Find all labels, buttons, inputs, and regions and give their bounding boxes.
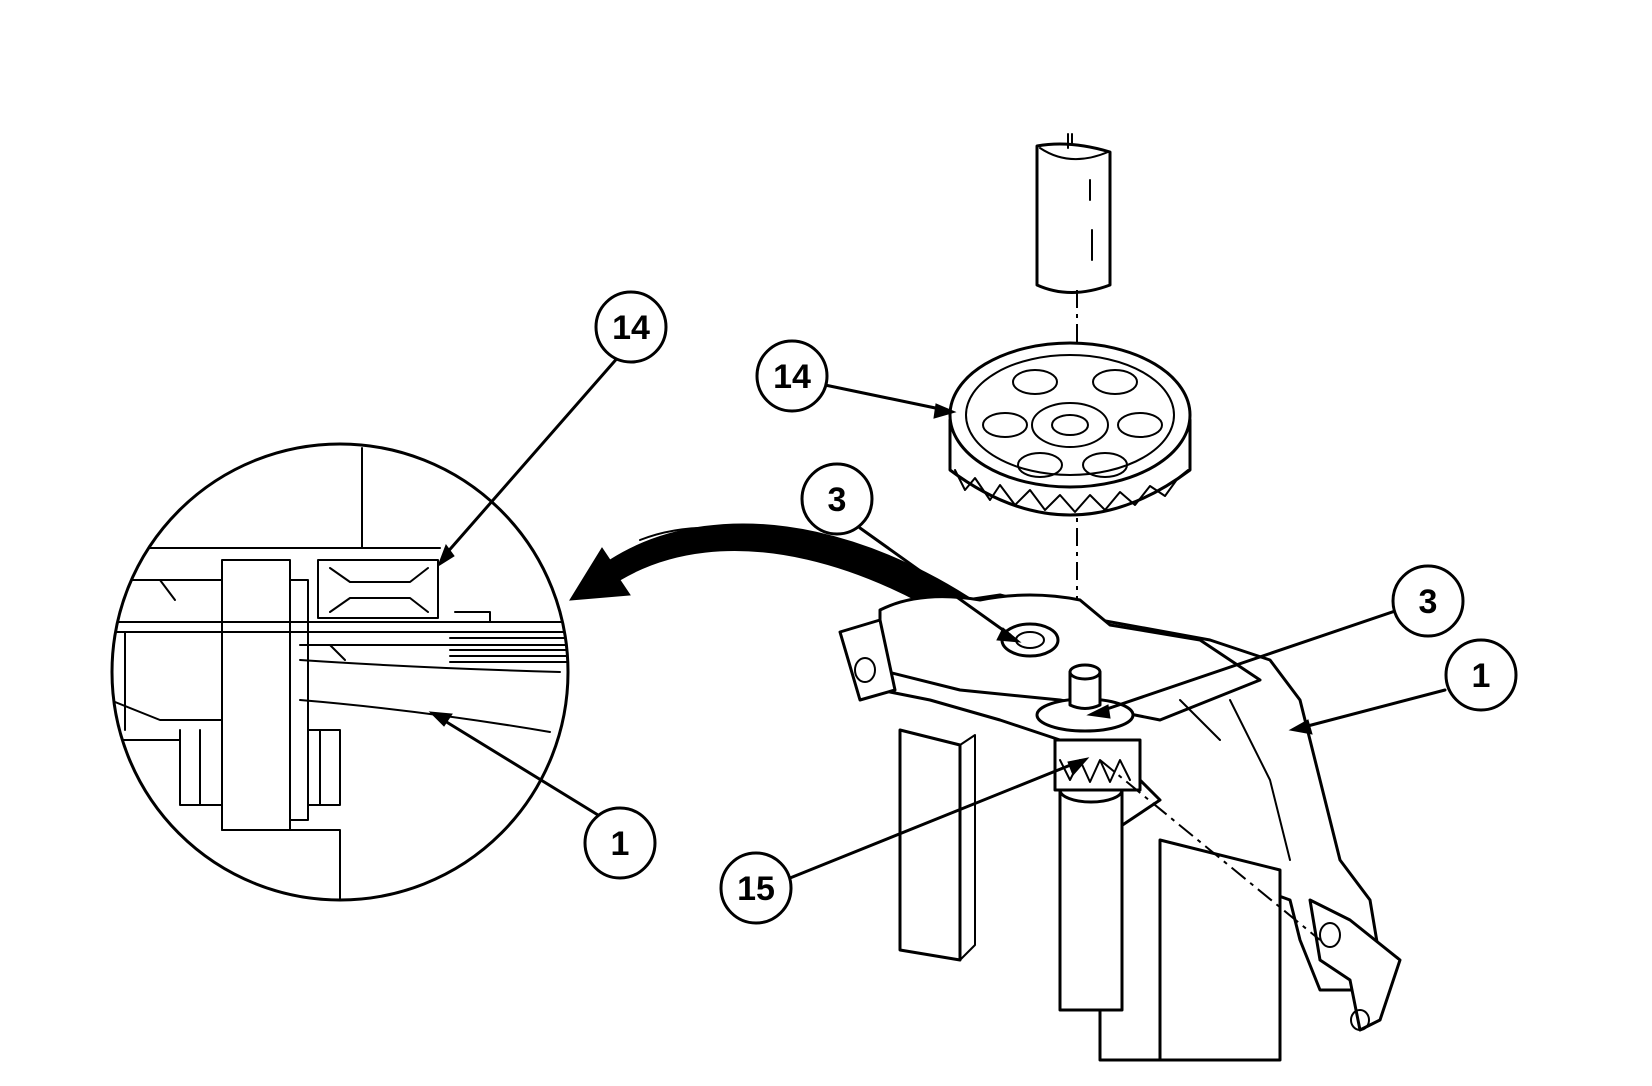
callout-shaft-15: 15 bbox=[719, 851, 793, 925]
svg-text:14: 14 bbox=[773, 358, 811, 396]
callout-washer-3: 3 bbox=[1391, 564, 1465, 638]
svg-text:3: 3 bbox=[1419, 583, 1438, 621]
gear bbox=[948, 341, 1192, 517]
svg-text:15: 15 bbox=[737, 870, 775, 908]
detail-view bbox=[110, 442, 570, 902]
callout-gear-14: 14 bbox=[755, 339, 829, 413]
callout-detail-14: 14 bbox=[594, 290, 668, 364]
svg-text:1: 1 bbox=[1472, 657, 1491, 695]
leader-lines bbox=[428, 353, 1447, 880]
callout-detail-1: 1 bbox=[583, 806, 657, 880]
callout-housing-1: 1 bbox=[1444, 638, 1518, 712]
pump-housing bbox=[838, 593, 1402, 1062]
svg-text:3: 3 bbox=[828, 481, 847, 519]
callout-cup-3: 3 bbox=[800, 462, 874, 536]
svg-text:14: 14 bbox=[612, 309, 650, 347]
drift-tool bbox=[1035, 133, 1112, 294]
svg-text:1: 1 bbox=[611, 825, 630, 863]
